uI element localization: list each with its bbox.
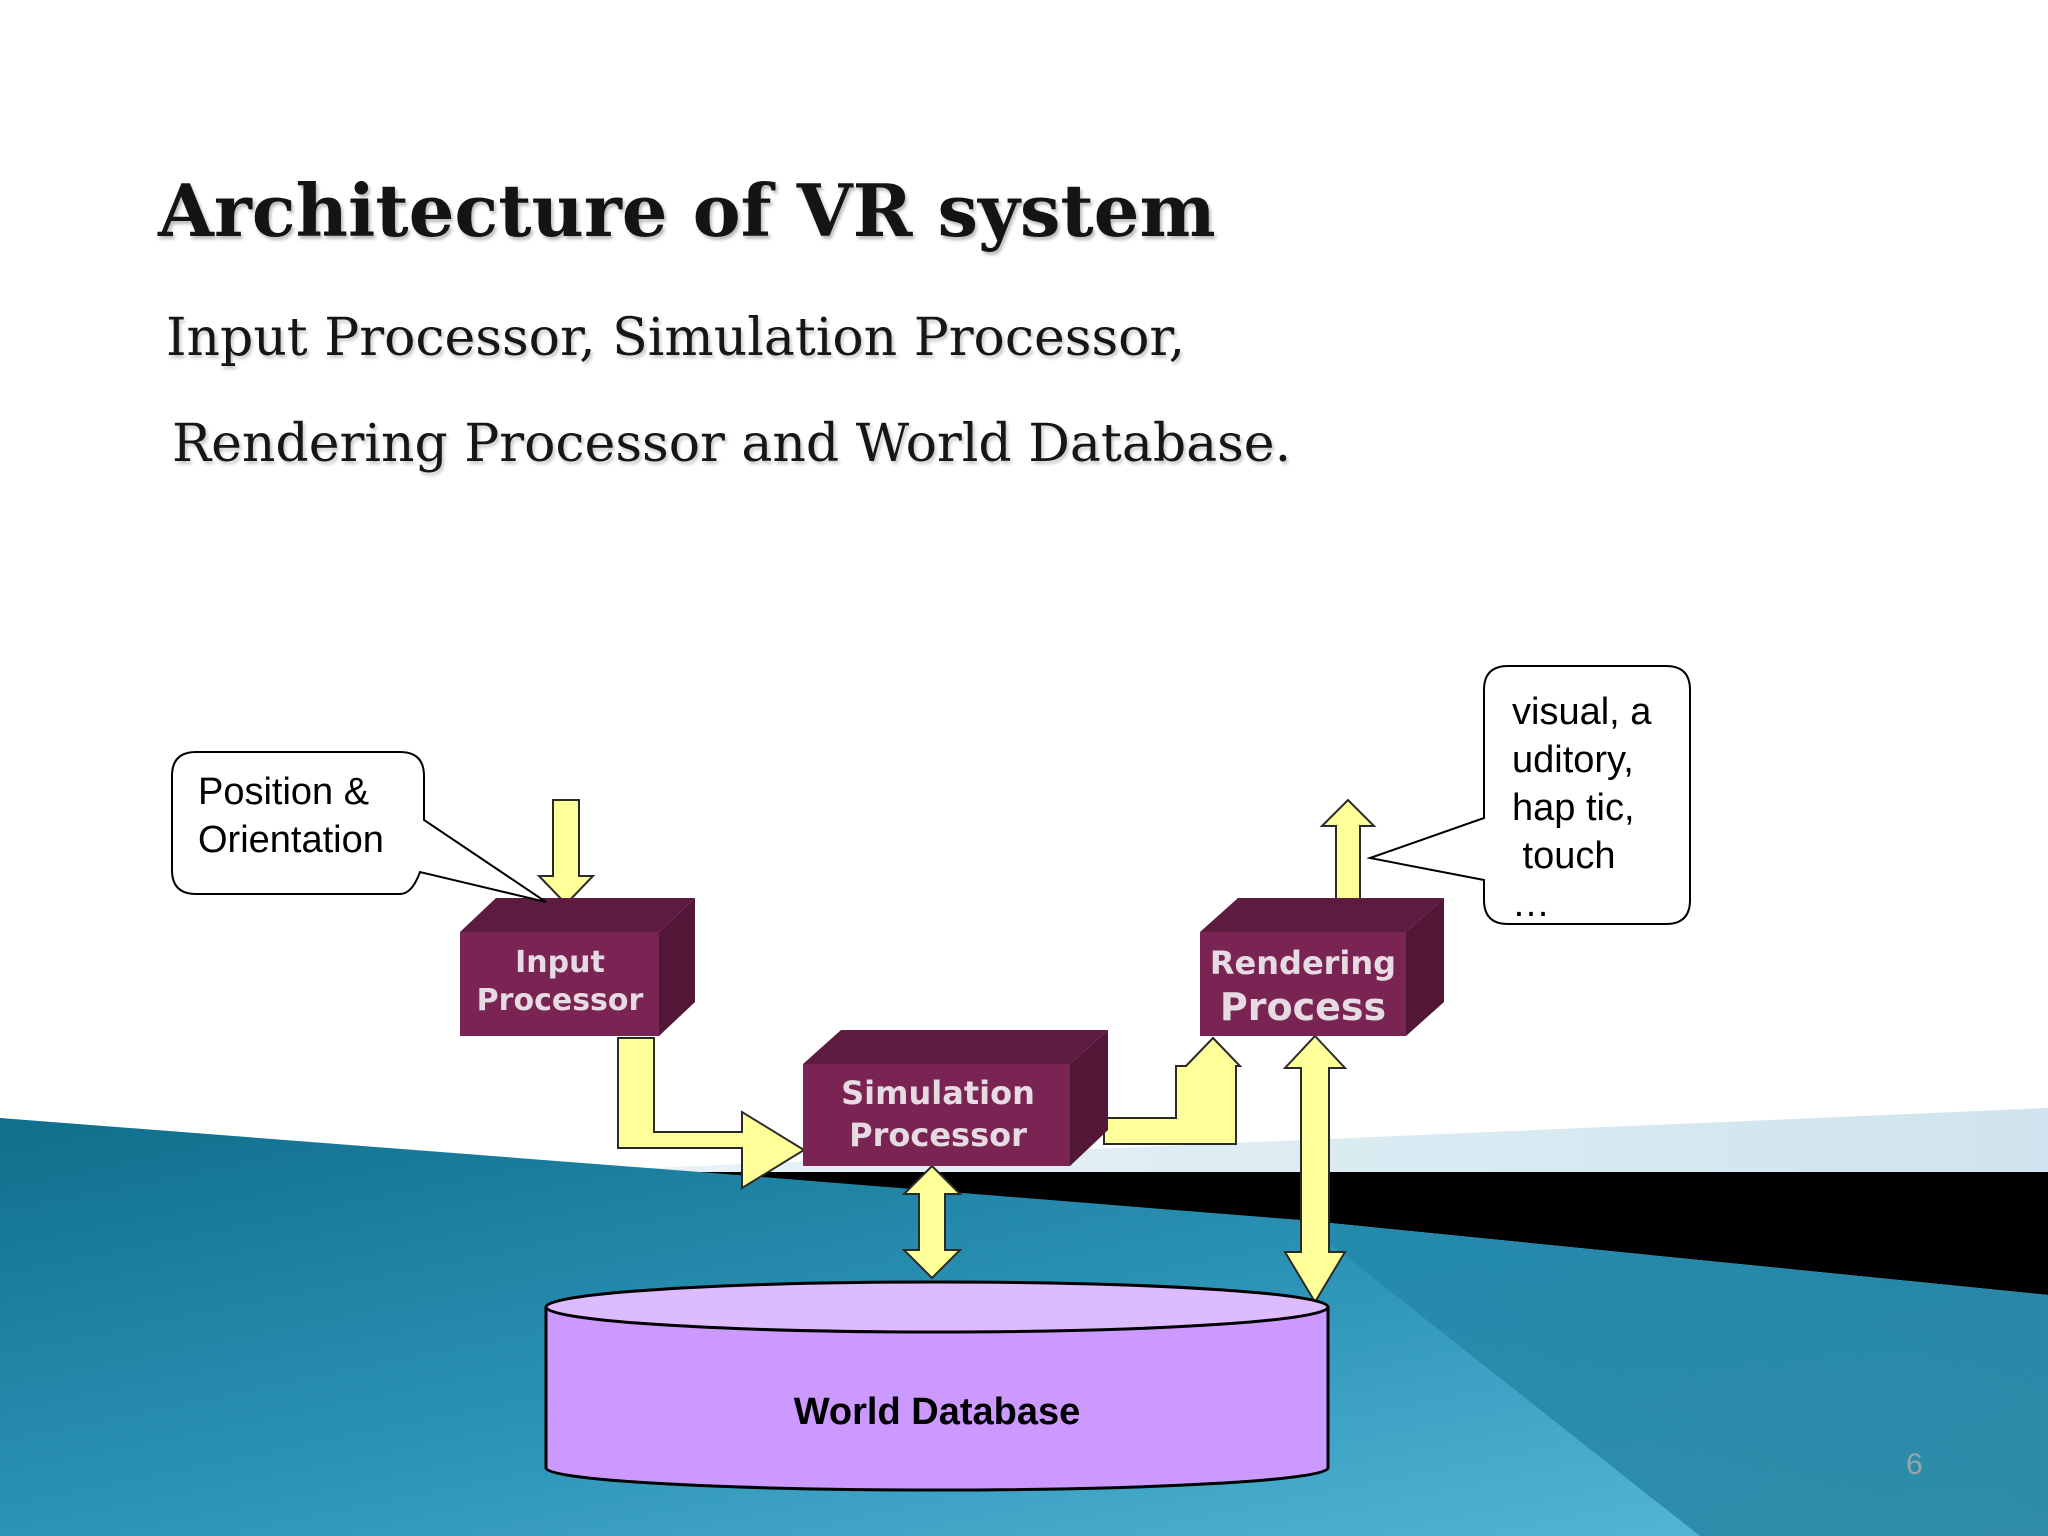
slide-subtitle-line2: Rendering Processor and World Database. — [172, 414, 1292, 474]
rendering-box-side — [1406, 898, 1444, 1036]
position-orientation-callout-text: Position & Orientation — [198, 771, 384, 861]
rendering-process-box — [1200, 898, 1444, 1036]
simulation-box-side — [1070, 1030, 1108, 1166]
slide-subtitle-line1: Input Processor, Simulation Processor, — [166, 308, 1186, 368]
simulation-to-rendering-arrow — [1103, 1036, 1243, 1145]
input-box-top — [460, 898, 695, 932]
input-down-arrow — [536, 799, 596, 906]
input-box-side — [659, 898, 695, 1036]
right-callout-shape — [1366, 665, 1691, 925]
black-band — [560, 1172, 2048, 1295]
left-callout-shape — [171, 751, 547, 903]
input-box-label-line2: Processor — [477, 983, 644, 1018]
database-top — [544, 1280, 1330, 1334]
input-box-label-line1: Input — [515, 945, 605, 980]
simulation-box-front — [803, 1064, 1070, 1166]
arrows — [536, 798, 1377, 1304]
slide-title: Architecture of VR system — [158, 168, 1216, 253]
sea-band-right — [1300, 1220, 2048, 1536]
simulation-box-top — [803, 1030, 1108, 1064]
page-number: 6 — [1906, 1448, 1923, 1481]
input-box-front — [460, 932, 659, 1036]
input-processor-box — [460, 898, 695, 1036]
simulation-database-arrow — [901, 1164, 963, 1280]
rendering-box-top — [1200, 898, 1444, 932]
rendering-box-front — [1200, 932, 1406, 1036]
database-body — [544, 1307, 1330, 1492]
rendering-up-arrow — [1319, 798, 1377, 905]
simulation-box-label-line1: Simulation — [841, 1074, 1035, 1112]
simulation-box-label-line2: Processor — [849, 1116, 1027, 1154]
simulation-processor-box — [803, 1030, 1108, 1166]
output-modalities-callout-text: visual, a uditory, hap tic, touch … — [1512, 691, 1652, 925]
rendering-box-label-line1: Rendering — [1210, 944, 1396, 982]
input-to-simulation-arrow — [617, 1037, 806, 1190]
database-label: World Database — [794, 1391, 1080, 1433]
world-database-cylinder — [544, 1280, 1330, 1492]
rendering-box-label-line2: Process — [1220, 985, 1386, 1029]
